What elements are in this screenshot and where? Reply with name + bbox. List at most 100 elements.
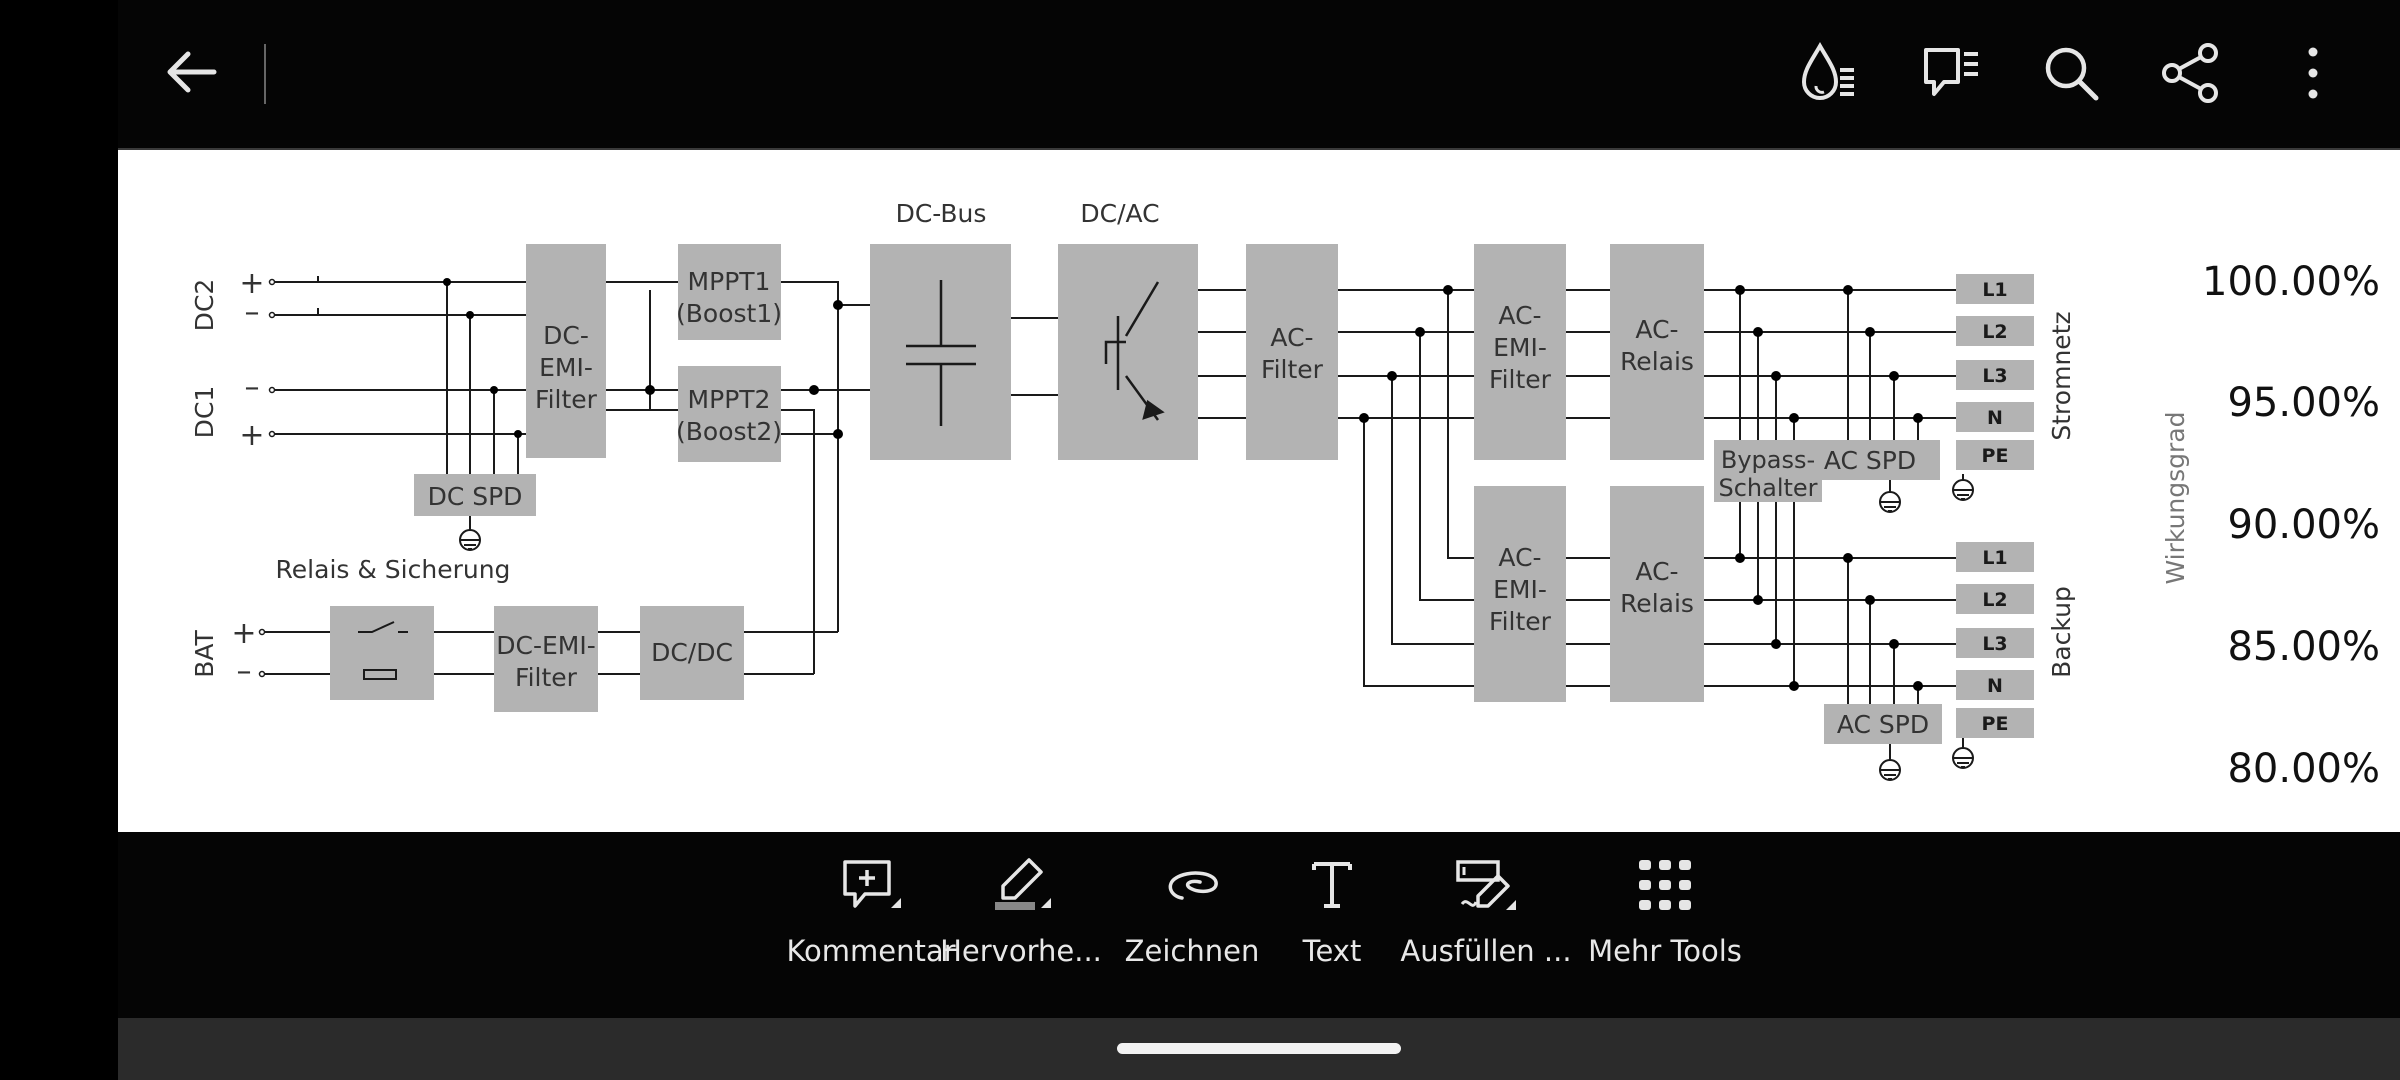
svg-text:Bypass-: Bypass- <box>1721 446 1815 474</box>
share-icon[interactable] <box>2158 40 2224 106</box>
tool-label: Mehr Tools <box>1588 934 1742 968</box>
relais-sicherung-block <box>330 606 434 700</box>
svg-text:PE: PE <box>1982 713 2009 735</box>
axis-tick: 100.00% <box>2202 259 2380 305</box>
dc-bus-label: DC-Bus <box>896 199 987 228</box>
svg-text:AC-: AC- <box>1635 315 1678 344</box>
tool-label: Ausfüllen ... <box>1400 934 1572 968</box>
svg-text:EMI-: EMI- <box>539 353 593 382</box>
ac-spd-backup-label: AC SPD <box>1837 710 1929 739</box>
svg-text:+: + <box>239 418 264 453</box>
tool-text[interactable]: Text <box>1232 854 1432 1004</box>
svg-text:Relais: Relais <box>1620 347 1694 376</box>
svg-text:(Boost2): (Boost2) <box>676 417 782 446</box>
back-arrow-icon[interactable] <box>160 40 224 104</box>
svg-text:Filter: Filter <box>535 385 598 414</box>
ac-relais-block-backup <box>1610 486 1704 702</box>
svg-text:Filter: Filter <box>1489 365 1552 394</box>
inverter-block-diagram: DC2 DC1 BAT + – – + + – DC- EMI- Filter … <box>190 199 2380 792</box>
svg-text:–: – <box>245 370 260 405</box>
svg-text:MPPT1: MPPT1 <box>688 267 771 296</box>
svg-text:L3: L3 <box>1982 633 2007 655</box>
svg-text:+: + <box>239 266 264 301</box>
svg-text:Filter: Filter <box>1489 607 1552 636</box>
svg-text:DC-EMI-: DC-EMI- <box>496 631 596 660</box>
backup-label: Backup <box>2047 586 2076 678</box>
tool-hervorheben[interactable]: Hervorhe... <box>921 854 1121 1004</box>
highlighter-icon <box>995 858 1051 910</box>
ac-spd-grid-block <box>1810 440 1940 480</box>
terminal-pe <box>1956 440 2034 470</box>
dc2-label: DC2 <box>190 279 219 332</box>
svg-text:N: N <box>1987 675 2003 697</box>
ac-filter-block <box>1246 244 1338 460</box>
svg-text:–: – <box>237 654 252 689</box>
svg-text:–: – <box>245 295 260 330</box>
svg-text:L1: L1 <box>1982 279 2007 301</box>
svg-text:Relais: Relais <box>1620 589 1694 618</box>
bottom-tools-bar: Kommentar Hervorhe... Zeichnen Text Ausf… <box>118 832 2400 1018</box>
svg-text:Schalter: Schalter <box>1718 474 1817 502</box>
search-icon[interactable] <box>2038 40 2104 106</box>
ac-emi-filter-block-backup <box>1474 486 1566 702</box>
dc-bus-block <box>870 244 1011 460</box>
terminal-l1-backup <box>1956 542 2034 572</box>
read-aloud-icon[interactable] <box>1796 40 1862 106</box>
tool-ausfuellen[interactable]: Ausfüllen ... <box>1386 854 1586 1004</box>
more-options-icon[interactable] <box>2280 40 2346 106</box>
terminal-l3-backup <box>1956 628 2034 658</box>
svg-text:AC-: AC- <box>1498 301 1541 330</box>
ac-relais-block-grid <box>1610 244 1704 460</box>
dc-dc-block <box>640 606 744 700</box>
dc-spd-label: DC SPD <box>428 482 523 511</box>
svg-text:EMI-: EMI- <box>1493 333 1547 362</box>
ac-spd-backup-block <box>1824 704 1942 744</box>
bypass-schalter-block <box>1714 440 1822 502</box>
svg-text:DC-: DC- <box>543 321 589 350</box>
svg-text:EMI-: EMI- <box>1493 575 1547 604</box>
svg-text:L1: L1 <box>1982 547 2007 569</box>
home-indicator[interactable] <box>1117 1043 1401 1054</box>
dc-ac-block <box>1058 244 1198 460</box>
svg-text:Filter: Filter <box>515 663 578 692</box>
comments-list-icon[interactable] <box>1918 40 1984 106</box>
axis-tick: 85.00% <box>2227 624 2380 670</box>
terminal-l3 <box>1956 360 2034 390</box>
tool-label: Kommentar <box>786 934 956 968</box>
fill-sign-icon <box>1456 860 1516 910</box>
ground-icon <box>459 474 1974 781</box>
svg-text:L2: L2 <box>1982 321 2007 343</box>
svg-text:L3: L3 <box>1982 365 2007 387</box>
stromnetz-label: Stromnetz <box>2047 311 2076 440</box>
tool-mehr-tools[interactable]: Mehr Tools <box>1565 854 1765 1004</box>
terminal-pe-backup <box>1956 708 2034 738</box>
svg-text:MPPT2: MPPT2 <box>688 385 771 414</box>
dc1-label: DC1 <box>190 386 219 439</box>
more-tools-grid-icon <box>1639 860 1691 910</box>
draw-icon <box>1168 871 1218 900</box>
document-page[interactable]: DC2 DC1 BAT + – – + + – DC- EMI- Filter … <box>118 150 2400 832</box>
top-app-bar <box>118 0 2400 150</box>
svg-text:AC-: AC- <box>1635 557 1678 586</box>
mppt2-block <box>678 366 781 462</box>
igbt-transistor-icon <box>1104 281 1165 421</box>
tool-kommentar[interactable]: Kommentar <box>771 854 971 1004</box>
svg-text:(Boost1): (Boost1) <box>676 299 782 328</box>
tool-zeichnen[interactable]: Zeichnen <box>1092 854 1292 1004</box>
terminal-l2 <box>1956 316 2034 346</box>
svg-text:+: + <box>231 616 256 651</box>
tool-label: Hervorhe... <box>940 934 1102 968</box>
svg-text:Filter: Filter <box>1261 355 1324 384</box>
axis-tick: 90.00% <box>2227 502 2380 548</box>
svg-text:PE: PE <box>1982 445 2009 467</box>
capacitor-icon <box>906 280 976 426</box>
ac-spd-grid-label: AC SPD <box>1824 446 1916 475</box>
svg-text:L2: L2 <box>1982 589 2007 611</box>
mppt1-block <box>678 244 781 340</box>
text-icon <box>1312 862 1352 908</box>
dc-emi-filter-bat-block <box>494 606 598 712</box>
svg-text:AC-: AC- <box>1498 543 1541 572</box>
svg-text:N: N <box>1987 407 2003 429</box>
ac-emi-filter-block-grid <box>1474 244 1566 460</box>
svg-text:AC-: AC- <box>1270 323 1313 352</box>
